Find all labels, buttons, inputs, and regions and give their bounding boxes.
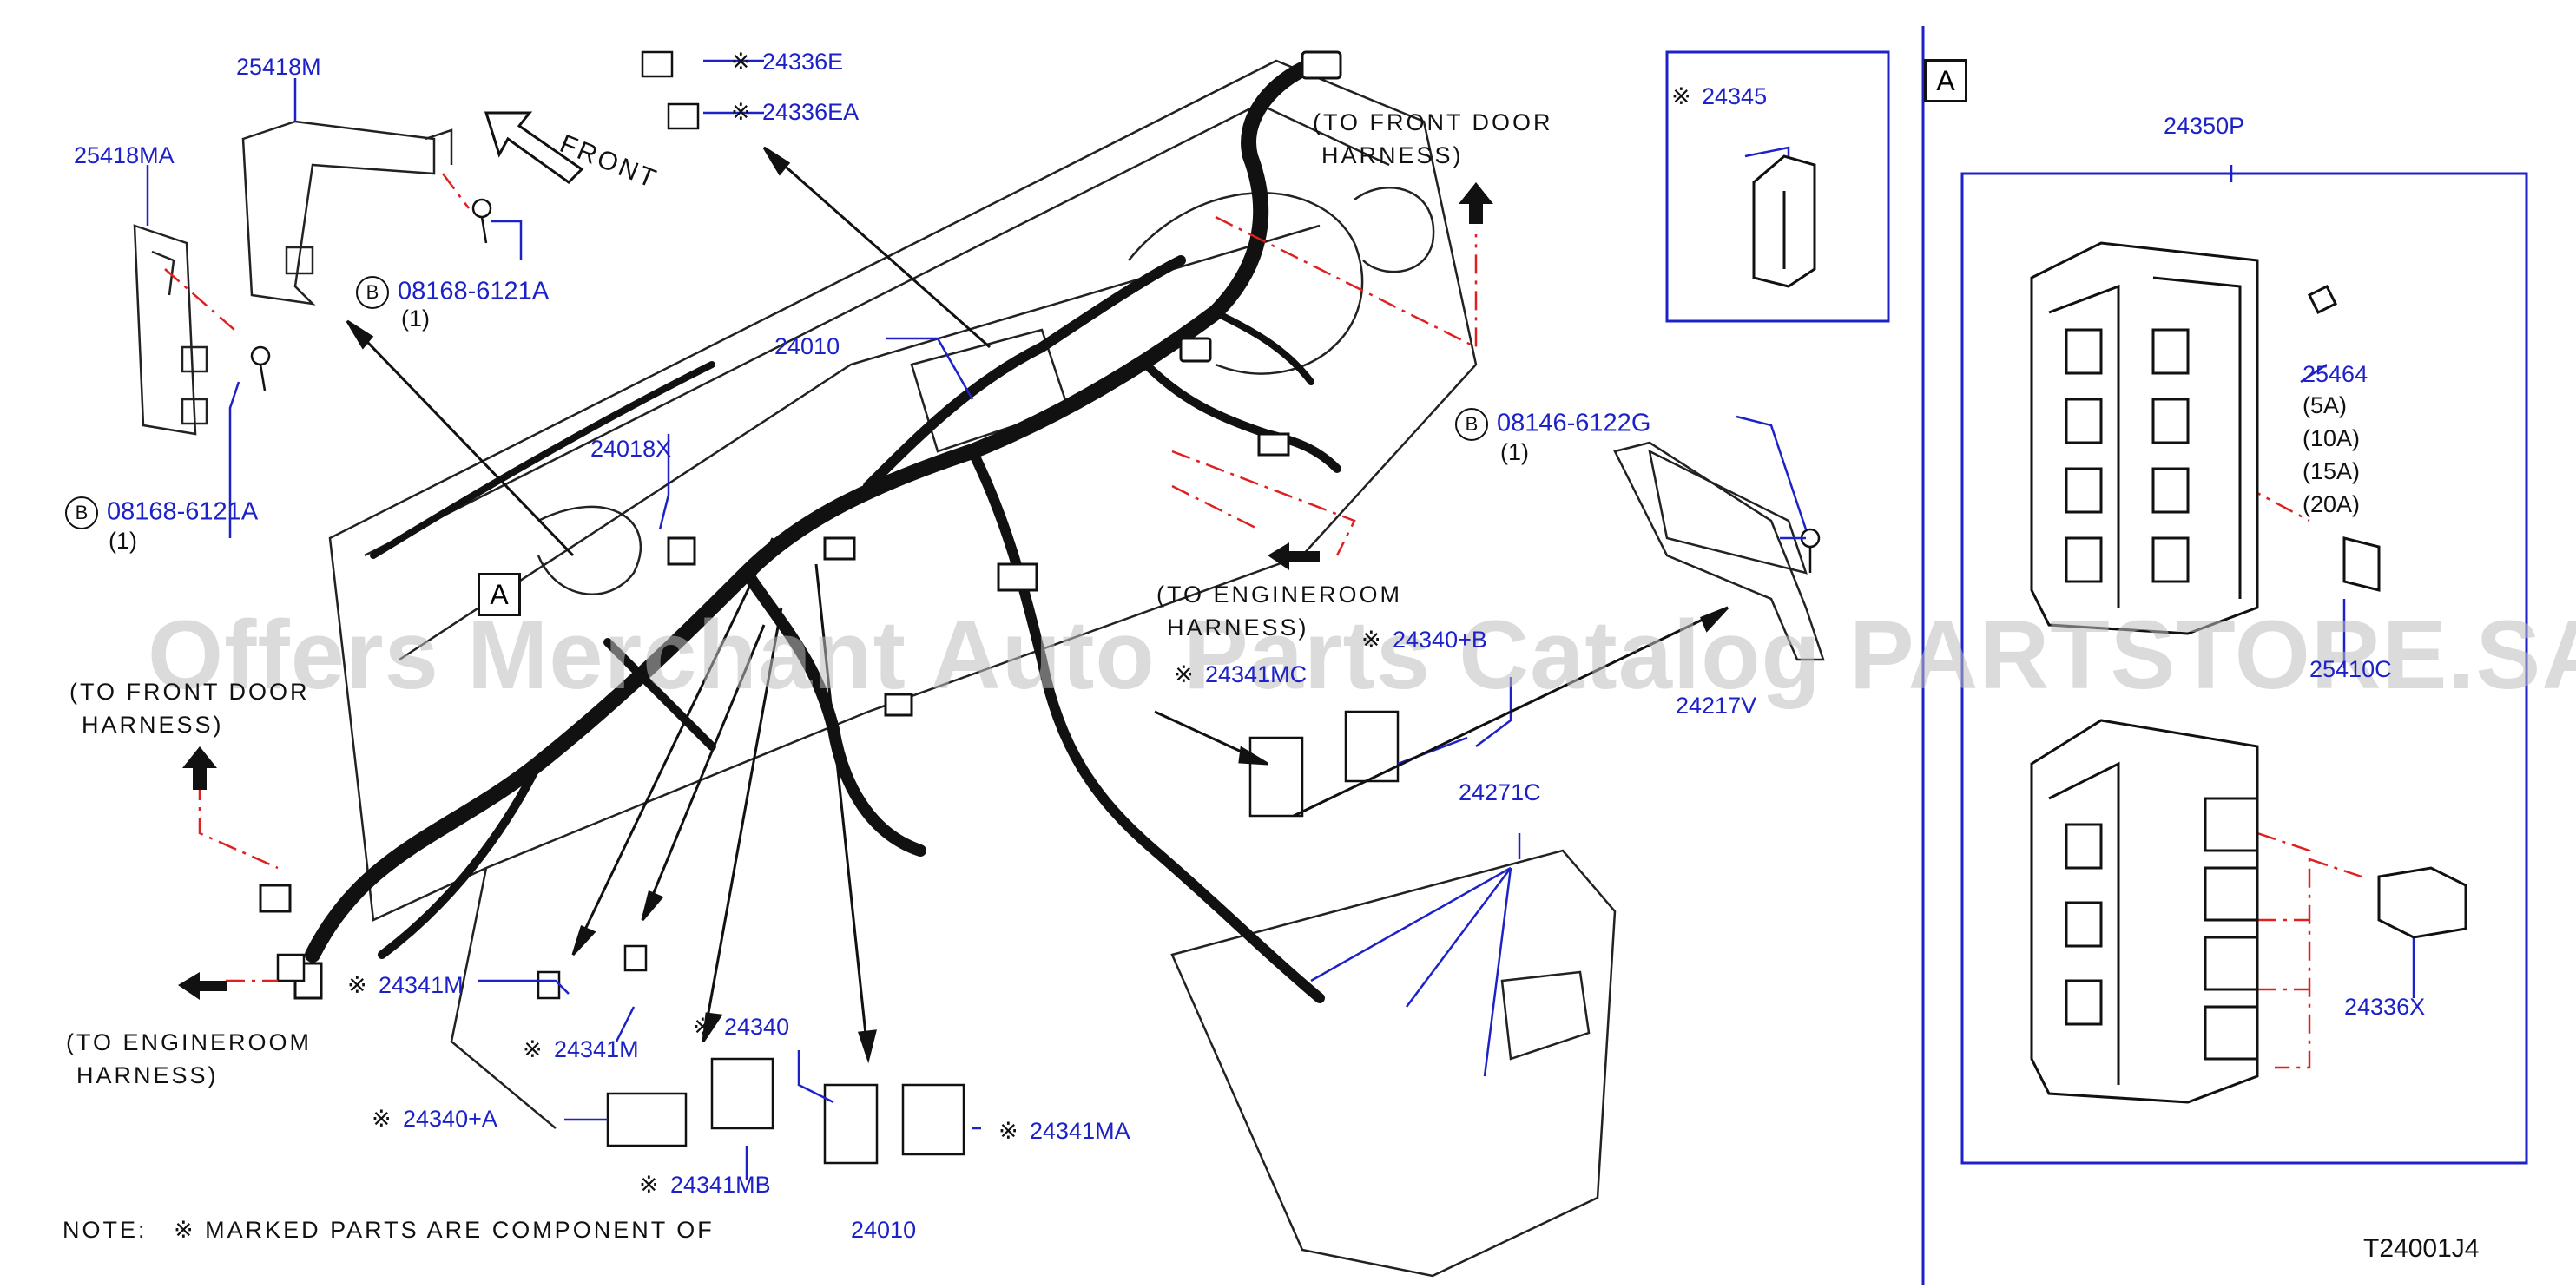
fuse-rating: (15A) [2303,458,2361,484]
mark-symbol: ※ [731,49,751,75]
mark-symbol: ※ [523,1036,543,1062]
bolt-ref-2: B 08168-6121A [65,496,258,529]
bolt2-qty: (1) [109,528,137,554]
label-24336E[interactable]: 24336E [762,49,844,75]
mark-symbol: ※ [639,1172,659,1198]
label-24340[interactable]: 24340 [724,1014,790,1040]
fuse-rating: (20A) [2303,491,2361,517]
label-bolt-08168-6121A-left[interactable]: 08168-6121A [107,497,259,526]
note-text: ※ MARKED PARTS ARE COMPONENT OF [174,1217,715,1243]
mark-symbol: ※ [347,972,367,998]
bolt-ref-circle: B [1455,408,1488,441]
fuse-rating: (5A) [2303,392,2348,418]
section-marker-box: A [1924,59,1967,102]
label-24271C[interactable]: 24271C [1459,779,1541,805]
wiring-harness [305,62,1341,1003]
fuse-block-24350P-drawing [2030,241,2467,1104]
label-24340B[interactable]: 24340+B [1393,627,1487,653]
note-prefix: NOTE: [63,1217,148,1243]
note-engineroom-mid-2: HARNESS) [1167,614,1309,641]
label-24350P[interactable]: 24350P [2164,113,2245,139]
label-24336X[interactable]: 24336X [2344,994,2426,1020]
detail-box-24345 [1665,50,1890,323]
fuse-cover-24345-drawing [1752,154,1816,288]
bolt-ref-1: B 08168-6121A [356,276,549,309]
bolt-drawings [250,198,1821,573]
front-arrow [484,111,584,184]
note-engineroom-mid-1: (TO ENGINEROOM [1156,582,1403,608]
label-24336EA[interactable]: 24336EA [762,99,860,125]
label-25418M[interactable]: 25418M [236,54,321,80]
watermark-text: Offers Merchant Auto Parts Catalog PARTS… [148,601,2576,709]
mark-symbol: ※ [1174,661,1194,687]
mark-symbol: ※ [998,1118,1018,1144]
detail-box-24350P [1960,172,2528,1165]
bracket-24217V-drawing [1613,441,1825,661]
label-24340A[interactable]: 24340+A [403,1106,497,1132]
label-24345[interactable]: 24345 [1702,83,1768,109]
bolt-ref-3: B 08146-6122G [1455,408,1650,441]
bolt-ref-circle: B [65,496,98,529]
note-front-door-left-2: HARNESS) [82,712,224,738]
label-25418MA[interactable]: 25418MA [74,142,175,168]
direction-arrows [178,182,1493,1000]
mark-symbol: ※ [1361,627,1381,653]
label-24217V[interactable]: 24217V [1676,693,1757,719]
label-25464[interactable]: 25464 [2303,361,2368,387]
note-ref-24010[interactable]: 24010 [851,1217,917,1243]
relay-24341MC-drawing [1248,710,1400,818]
label-24341MB[interactable]: 24341MB [670,1172,771,1198]
label-24341MA[interactable]: 24341MA [1030,1118,1130,1144]
label-24341M-b[interactable]: 24341M [554,1036,639,1062]
label-bolt-08168-6121A-top[interactable]: 08168-6121A [398,277,550,306]
label-24010-main[interactable]: 24010 [774,333,840,359]
note-front-door-top-1: (TO FRONT DOOR [1313,109,1553,135]
bolt1-qty: (1) [401,306,430,332]
bolt-ref-circle: B [356,276,389,309]
mark-symbol: ※ [372,1106,392,1132]
label-bolt-08146-6122G[interactable]: 08146-6122G [1497,409,1651,437]
label-25410C[interactable]: 25410C [2309,656,2392,682]
diagram-code: T24001J4 [2363,1234,2480,1263]
leader-lines [146,59,2415,1180]
section-marker-box: A [478,573,521,616]
mark-symbol: ※ [693,1014,713,1040]
small-parts-bottom [276,50,965,1165]
bracket-25418MA-drawing [133,224,208,436]
label-24018X[interactable]: 24018X [590,436,672,462]
label-24341M-a[interactable]: 24341M [379,972,464,998]
fuse-rating: (10A) [2303,425,2361,451]
mark-symbol: ※ [731,99,751,125]
label-24341MC[interactable]: 24341MC [1205,661,1308,687]
bolt3-qty: (1) [1500,439,1529,465]
note-engineroom-left-2: HARNESS) [76,1062,219,1088]
pointer-arrows [346,146,1729,1064]
note-engineroom-left-1: (TO ENGINEROOM [66,1029,313,1055]
note-front-door-left-1: (TO FRONT DOOR [69,679,310,705]
bracket-25418M-drawing [241,120,453,306]
note-front-door-top-2: HARNESS) [1321,142,1464,168]
connectors [259,50,1342,1000]
mark-symbol: ※ [1671,83,1691,109]
